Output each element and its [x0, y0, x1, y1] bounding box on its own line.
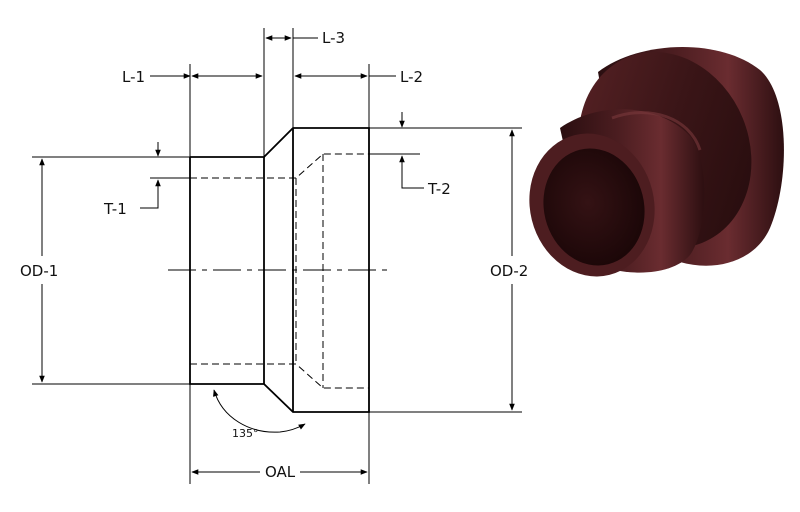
angle-arc [213, 389, 306, 433]
part-3d-render [529, 46, 784, 277]
label-t2: T-2 [427, 180, 451, 198]
label-t1: T-1 [103, 200, 127, 218]
label-l2: L-2 [400, 68, 423, 86]
label-l1: L-1 [122, 68, 145, 86]
step-highlight [611, 111, 702, 151]
dim-t1-leader [140, 196, 159, 209]
label-od2: OD-2 [490, 262, 528, 280]
label-oal: OAL [265, 463, 296, 481]
label-od1: OD-1 [20, 262, 58, 280]
bore-opening [543, 148, 645, 266]
label-l3: L-3 [322, 29, 345, 47]
hidden-bore-top [190, 153, 369, 179]
label-angle: 135° [232, 427, 259, 440]
dim-t2-leader [401, 170, 424, 189]
hidden-bore-bottom [190, 363, 369, 389]
section-view: L-1 L-3 L-2 T-1 T-2 OD-1 OD-2 OAL 135° [20, 28, 528, 484]
